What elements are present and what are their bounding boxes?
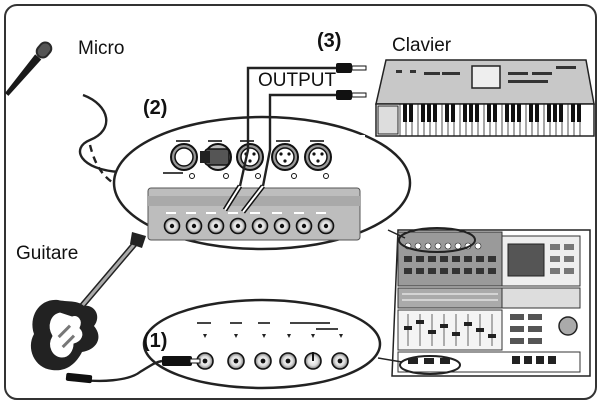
step-3-label: (3) xyxy=(317,30,342,52)
zoom-line-top xyxy=(387,229,406,239)
recorder-rear-highlight xyxy=(398,227,476,253)
guitare-label: Guitare xyxy=(16,243,79,264)
xlr-jack-3 xyxy=(236,143,264,171)
step-2-label: (2) xyxy=(143,97,168,119)
output-cable-1 xyxy=(238,66,340,187)
guitar-cable-plug xyxy=(65,372,93,384)
xlr-jack-4 xyxy=(271,143,299,171)
recorder-unit xyxy=(391,229,591,377)
keyboard-icon xyxy=(375,59,595,137)
output-cable-2 xyxy=(261,93,340,187)
xlr-input-panel xyxy=(163,135,365,179)
xlr-jack-5 xyxy=(304,143,332,171)
micro-label: Micro xyxy=(78,38,125,59)
output-plugs xyxy=(222,184,265,214)
front-panel-zoom-ellipse xyxy=(142,298,382,390)
xlr-jack-1 xyxy=(170,143,198,171)
clavier-label: Clavier xyxy=(392,35,452,56)
step-1-label: (1) xyxy=(143,330,168,352)
guitar-cable xyxy=(71,359,163,383)
xlr-jack-2 xyxy=(200,143,232,171)
output-plug-icons xyxy=(336,63,367,100)
front-jack-panel xyxy=(196,322,349,370)
output-label: OUTPUT xyxy=(258,70,337,91)
recorder-front-highlight xyxy=(399,355,461,375)
guitar-plug xyxy=(162,356,201,366)
recorder-screen xyxy=(507,243,545,277)
microphone-icon xyxy=(5,41,53,96)
jog-wheel xyxy=(558,316,578,336)
zoom-line-bottom xyxy=(377,357,403,363)
guitar-icon xyxy=(30,232,146,371)
